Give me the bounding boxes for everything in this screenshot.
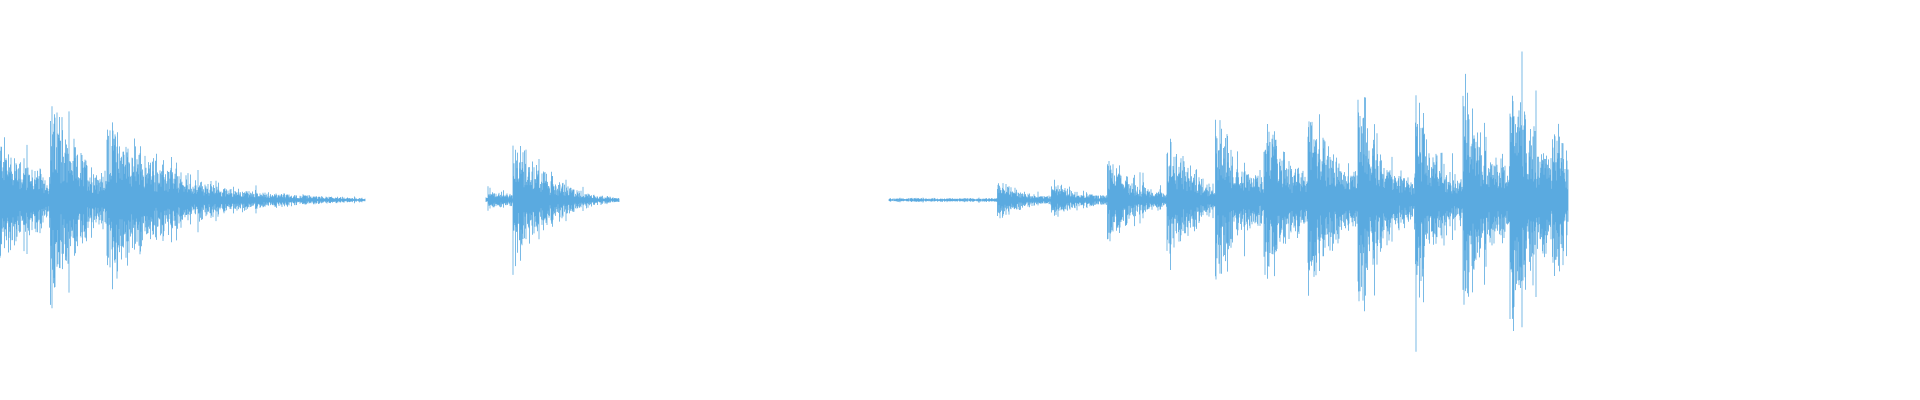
waveform-layer bbox=[0, 51, 1569, 352]
